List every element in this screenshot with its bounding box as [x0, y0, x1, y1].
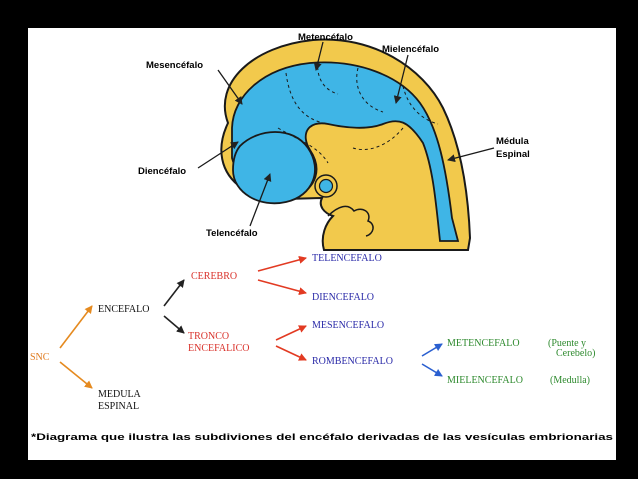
tree-tronco-line2: ENCEFALICO — [188, 343, 249, 354]
telencephalon-vesicle — [232, 131, 316, 205]
label-diencefalo: Diencéfalo — [138, 166, 186, 177]
tree-telencefalo: TELENCEFALO — [312, 253, 382, 264]
tree-arrows — [59, 255, 443, 389]
label-metencefalo: Metencéfalo — [298, 32, 353, 43]
tree-tronco-line1: TRONCO — [188, 331, 229, 342]
brain-diagram: Metencéfalo Mielencéfalo Mesencéfalo Méd… — [30, 32, 613, 443]
slide: Metencéfalo Mielencéfalo Mesencéfalo Méd… — [28, 28, 616, 460]
tree-metencefalo: METENCEFALO — [447, 338, 520, 349]
tree-metencefalo-note-line1: (Puente y — [548, 338, 586, 349]
tree-medula-line2: ESPINAL — [98, 401, 139, 412]
tree-rombencefalo: ROMBENCEFALO — [312, 356, 393, 367]
tree-encefalo: ENCEFALO — [98, 304, 149, 315]
label-medula-line1: Médula — [496, 136, 529, 147]
label-mielencefalo: Mielencéfalo — [382, 44, 439, 55]
tree-cerebro: CEREBRO — [191, 271, 237, 282]
label-medula-line2: Espinal — [496, 149, 530, 160]
optic-vesicle-inner — [318, 178, 334, 194]
division-lines — [277, 60, 439, 164]
tree-metencefalo-note-line2: Cerebelo) — [556, 348, 595, 359]
tree-snc: SNC — [30, 352, 50, 363]
tree-diencefalo: DIENCEFALO — [312, 292, 374, 303]
label-telencefalo: Telencéfalo — [206, 228, 258, 239]
face-bumps — [327, 205, 374, 237]
tree-mielencefalo: MIELENCEFALO — [447, 375, 523, 386]
label-mesencefalo: Mesencéfalo — [146, 60, 203, 71]
tree-mielencefalo-note: (Medulla) — [550, 375, 590, 386]
brain-pointers — [197, 41, 495, 227]
tree-mesencefalo: MESENCEFALO — [312, 320, 384, 331]
tree-medula-line1: MEDULA — [98, 389, 142, 400]
caption: *Diagrama que ilustra las subdiviones de… — [31, 432, 613, 443]
